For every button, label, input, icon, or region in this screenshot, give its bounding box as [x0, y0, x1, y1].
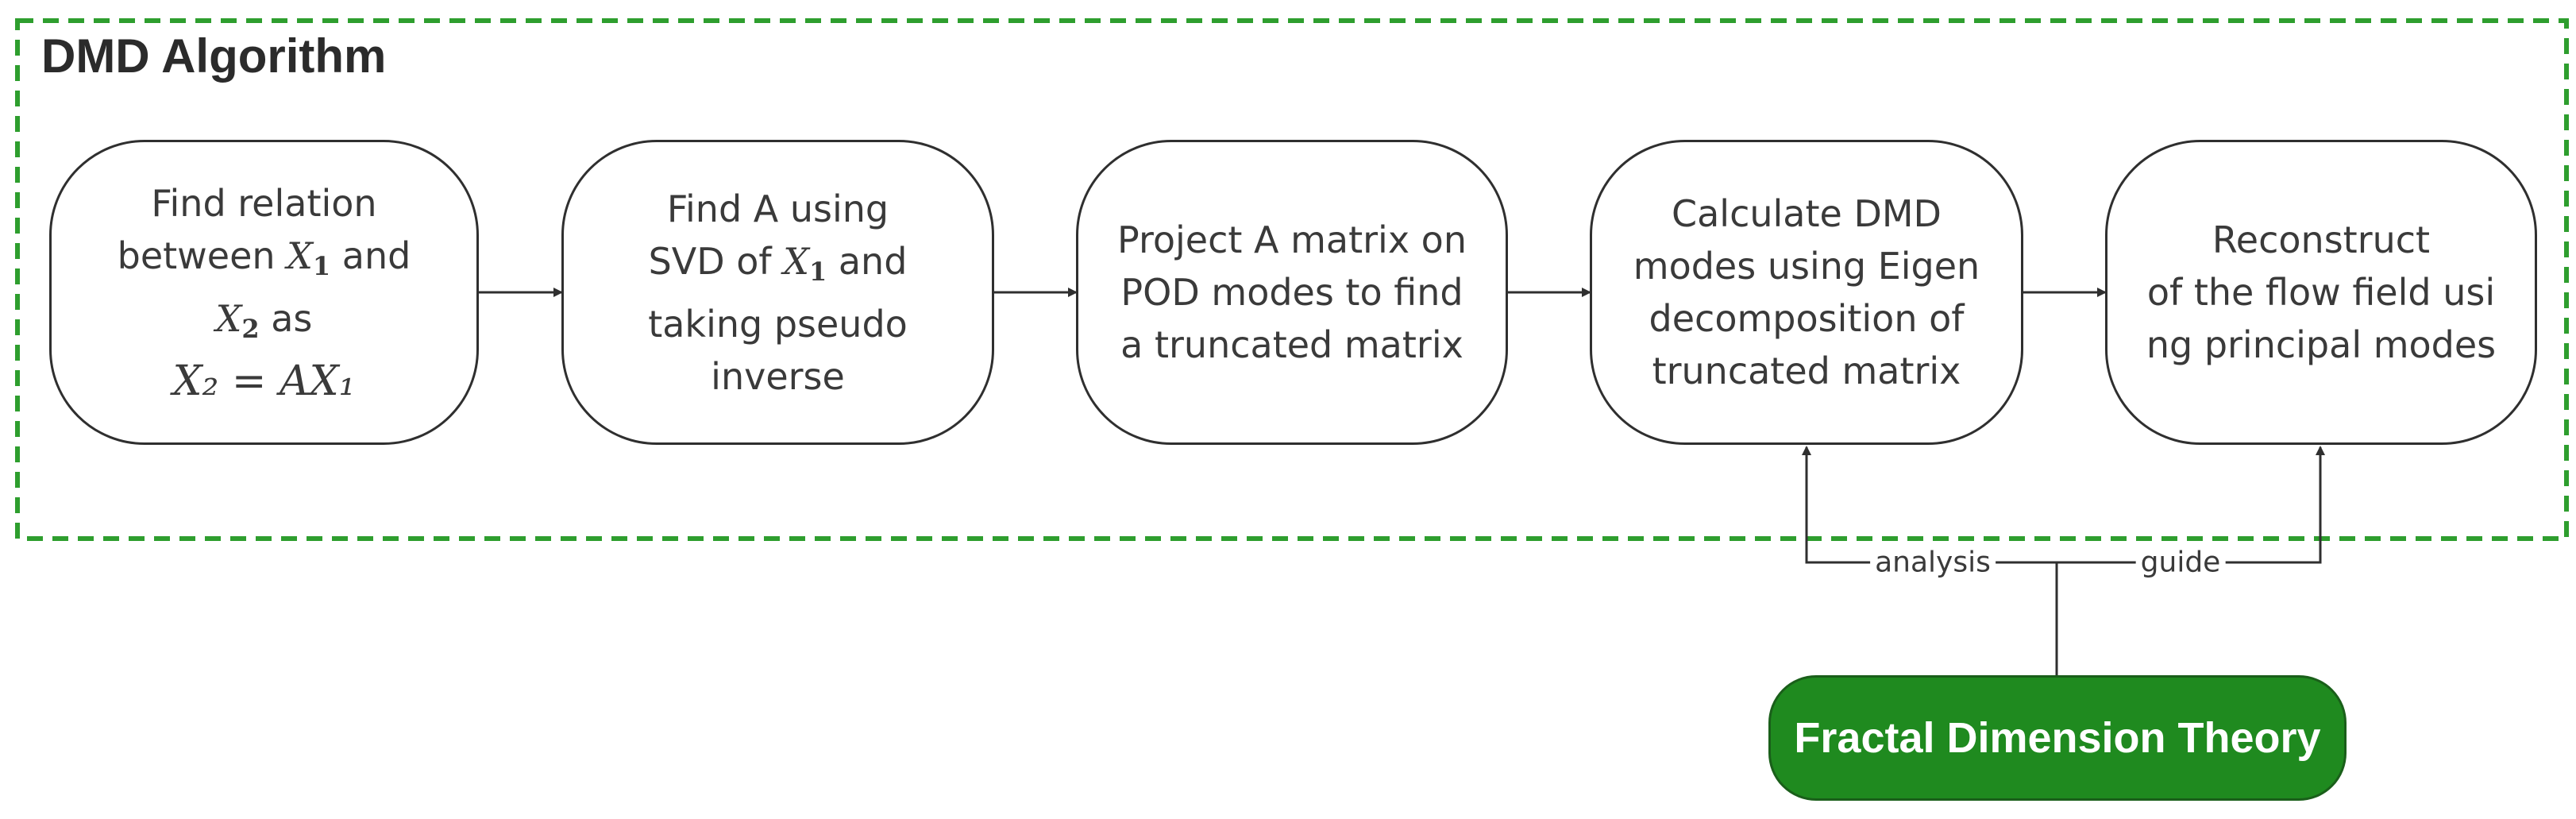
guide-connector: [2057, 446, 2325, 564]
step5-line2: of the flow field usi: [2146, 271, 2496, 314]
section-title: DMD Algorithm: [41, 29, 387, 83]
step1-equation: X₂ = AX₁: [172, 357, 356, 405]
x1-math: X1: [783, 239, 827, 287]
step4-line1: Calculate DMD: [1671, 192, 1942, 235]
step4-line3: decomposition of: [1649, 297, 1965, 340]
dmd-algorithm-dashed-frame: [15, 18, 2569, 541]
step-find-relation-box: Find relation between X1 and X2 as X₂ = …: [49, 140, 479, 445]
step2-line1: Find A using: [666, 187, 889, 230]
step3-line3: a truncated matrix: [1120, 323, 1463, 366]
step-project-matrix-box: Project A matrix on POD modes to find a …: [1076, 140, 1508, 445]
step4-line4: truncated matrix: [1652, 350, 1961, 392]
step1-line3: X2 as: [215, 297, 313, 344]
step1-line1: Find relation: [151, 182, 377, 225]
step2-line2: SVD of X1 and: [648, 239, 908, 287]
step-find-a-box: Find A using SVD of X1 and taking pseudo…: [561, 140, 994, 445]
x2-math: X2: [215, 297, 260, 344]
guide-label: guide: [2135, 546, 2226, 579]
x1-math: X1: [287, 234, 331, 281]
fractal-dimension-theory-box: Fractal Dimension Theory: [1768, 675, 2347, 801]
step5-line1: Reconstruct: [2212, 218, 2431, 261]
step1-line2: between X1 and: [117, 234, 411, 281]
step-reconstruct-box: Reconstruct of the flow field usi ng pri…: [2105, 140, 2537, 445]
step5-line3: ng principal modes: [2146, 323, 2497, 366]
step2-line4: inverse: [711, 354, 845, 398]
step2-line3: taking pseudo: [648, 302, 908, 346]
step-calculate-dmd-box: Calculate DMD modes using Eigen decompos…: [1590, 140, 2023, 445]
step3-line2: POD modes to find: [1120, 271, 1463, 314]
analysis-connector: [1802, 446, 2057, 564]
step3-line1: Project A matrix on: [1117, 218, 1467, 261]
step4-line2: modes using Eigen: [1633, 245, 1980, 288]
analysis-label: analysis: [1870, 546, 1996, 579]
